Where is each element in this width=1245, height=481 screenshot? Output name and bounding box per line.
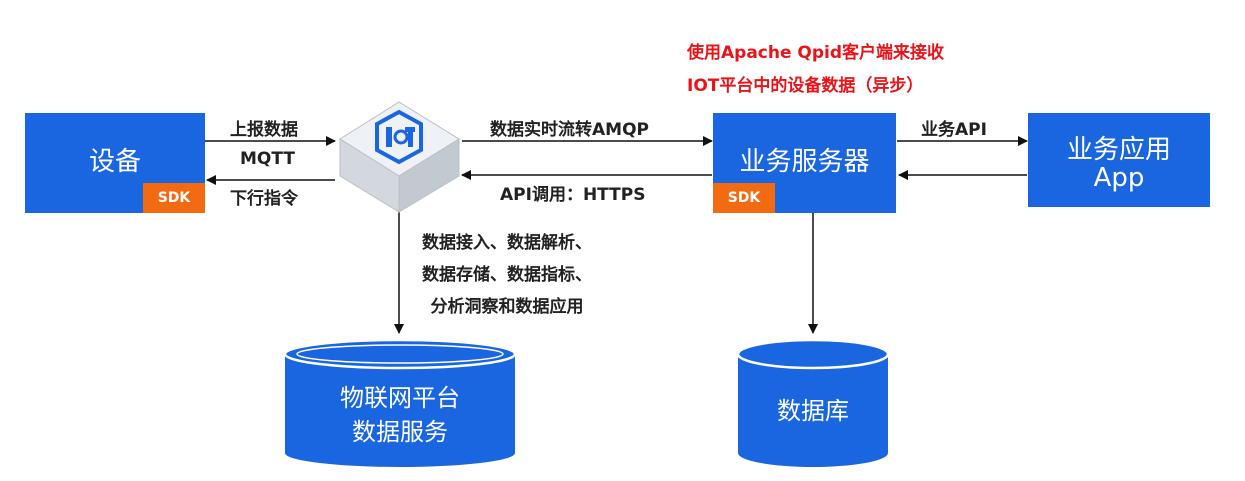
platform-db-line-2: 数据服务 bbox=[352, 418, 448, 446]
label-business-api: 业务API bbox=[921, 120, 987, 140]
hub-functions-line-1: 数据接入、数据解析、 bbox=[422, 233, 592, 253]
server-sdk-badge: SDK bbox=[713, 183, 775, 213]
platform-db-cylinder bbox=[283, 338, 517, 467]
label-api-https: API调用：HTTPS bbox=[500, 185, 646, 205]
label-report-data: 上报数据 bbox=[230, 120, 298, 140]
business-server-title: 业务服务器 bbox=[739, 147, 870, 177]
device-title: 设备 bbox=[88, 147, 141, 177]
iot-logo-icon bbox=[375, 109, 423, 165]
business-server-box: 业务服务器 SDK bbox=[713, 113, 896, 213]
server-db-label: 数据库 bbox=[777, 397, 849, 425]
platform-db-label: 物联网平台 数据服务 bbox=[285, 381, 515, 449]
iot-hub-cube bbox=[339, 101, 460, 213]
label-mqtt: MQTT bbox=[240, 149, 295, 169]
platform-db-line-1: 物联网平台 bbox=[340, 384, 460, 412]
label-amqp-flow: 数据实时流转AMQP bbox=[490, 120, 649, 140]
server-db-cylinder bbox=[736, 338, 890, 467]
device-sdk-badge: SDK bbox=[143, 183, 205, 213]
business-app-box: 业务应用 App bbox=[1028, 113, 1210, 207]
business-app-line-1: 业务应用 bbox=[1066, 135, 1171, 165]
qpid-note-line-2: IOT平台中的设备数据（异步） bbox=[687, 76, 924, 96]
qpid-note-line-1: 使用Apache Qpid客户端来接收 bbox=[687, 43, 945, 63]
label-downlink-command: 下行指令 bbox=[230, 189, 298, 209]
hub-functions-line-2: 数据存储、数据指标、 bbox=[422, 265, 592, 285]
device-box: 设备 SDK bbox=[25, 113, 205, 213]
hub-functions-line-3: 分析洞察和数据应用 bbox=[430, 297, 584, 317]
hub-functions-text: 数据接入、数据解析、 数据存储、数据指标、 分析洞察和数据应用 bbox=[400, 227, 614, 323]
business-app-line-2: App bbox=[1093, 163, 1145, 193]
